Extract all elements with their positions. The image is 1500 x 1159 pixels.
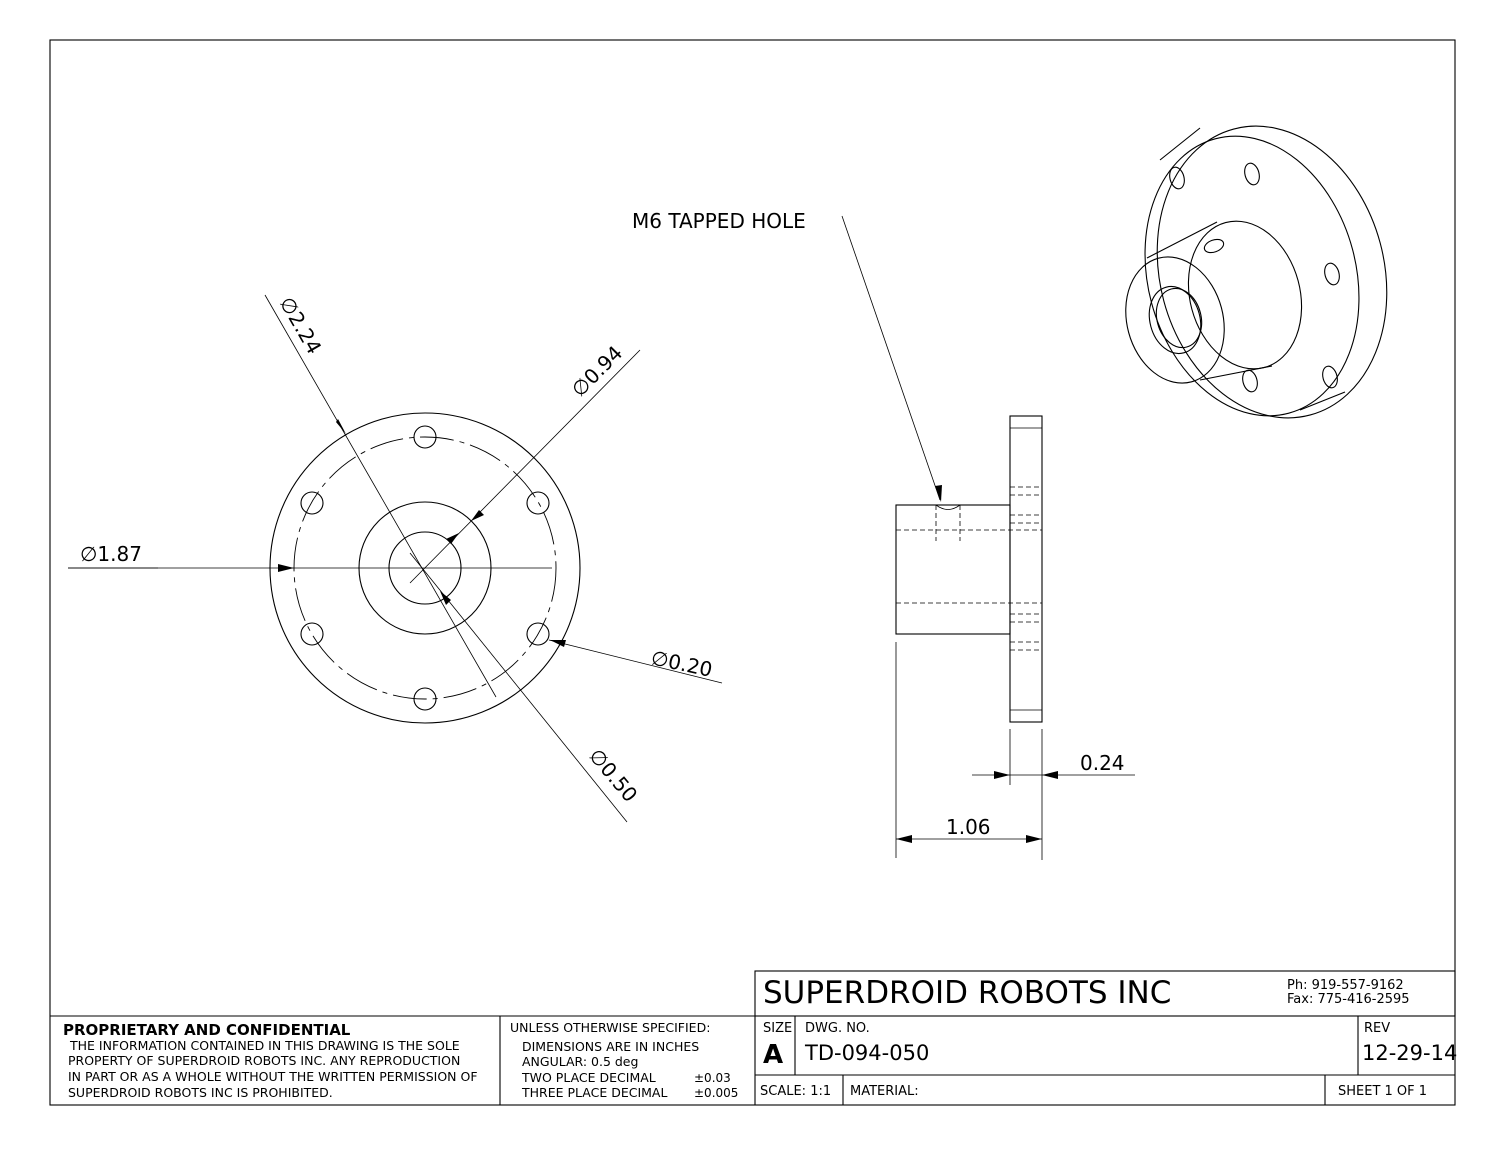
bolt-hole bbox=[300, 491, 324, 515]
dim-line-bolt-hole bbox=[548, 639, 723, 684]
dim-bolt-hole: ∅0.20 bbox=[649, 645, 715, 681]
side-view: M6 TAPPED HOLE 0.24 1.06 bbox=[632, 209, 1135, 860]
size-value: A bbox=[763, 1040, 783, 1070]
bolt-hole bbox=[413, 687, 437, 711]
bolt-hole bbox=[526, 622, 550, 646]
dim-bore: ∅0.50 bbox=[584, 744, 642, 807]
sheet-number: SHEET 1 OF 1 bbox=[1338, 1084, 1427, 1099]
company-name: SUPERDROID ROBOTS INC bbox=[763, 975, 1171, 1011]
proprietary-line: THE INFORMATION CONTAINED IN THIS DRAWIN… bbox=[69, 1038, 460, 1053]
title-block: SUPERDROID ROBOTS INC Ph: 919-557-9162 F… bbox=[50, 970, 1457, 1105]
dim-bolt-circle: ∅1.87 bbox=[80, 542, 142, 566]
dwg-label: DWG. NO. bbox=[805, 1021, 870, 1036]
phone: Ph: 919-557-9162 bbox=[1287, 978, 1404, 993]
unless-line: TWO PLACE DECIMAL bbox=[521, 1070, 656, 1085]
bolt-hole bbox=[300, 622, 324, 646]
flange-body bbox=[1009, 415, 1043, 723]
unless-line: THREE PLACE DECIMAL bbox=[521, 1085, 667, 1100]
callout-leader bbox=[841, 215, 941, 501]
fax: Fax: 775-416-2595 bbox=[1287, 992, 1410, 1007]
dim-flange-thickness: 0.24 bbox=[1080, 751, 1125, 775]
material-label: MATERIAL: bbox=[850, 1084, 919, 1099]
proprietary-title: PROPRIETARY AND CONFIDENTIAL bbox=[63, 1021, 351, 1039]
size-label: SIZE bbox=[763, 1021, 792, 1036]
bolt-hole bbox=[526, 491, 550, 515]
dwg-number: TD-094-050 bbox=[804, 1041, 929, 1065]
scale: SCALE: 1:1 bbox=[760, 1084, 831, 1099]
rev-label: REV bbox=[1364, 1021, 1390, 1036]
dim-overall-length: 1.06 bbox=[946, 815, 991, 839]
dim-line-hub-od bbox=[409, 349, 641, 584]
bolt-holes bbox=[300, 425, 550, 711]
dim-line-flange-od bbox=[264, 294, 497, 698]
callout-tapped-hole: M6 TAPPED HOLE bbox=[632, 209, 806, 233]
unless-line: DIMENSIONS ARE IN INCHES bbox=[522, 1039, 699, 1054]
unless-line: ANGULAR: 0.5 deg bbox=[522, 1054, 638, 1069]
rev-value: 12-29-14 bbox=[1362, 1041, 1457, 1065]
bolt-hole bbox=[413, 425, 437, 449]
isometric-view bbox=[1125, 125, 1388, 419]
tolerance-three-place: ±0.005 bbox=[694, 1086, 738, 1100]
tolerance-two-place: ±0.03 bbox=[694, 1071, 731, 1085]
unless-title: UNLESS OTHERWISE SPECIFIED: bbox=[510, 1020, 710, 1035]
sheet-border bbox=[49, 39, 1456, 1106]
proprietary-line: PROPERTY OF SUPERDROID ROBOTS INC. ANY R… bbox=[68, 1053, 460, 1068]
front-view: ∅2.24 ∅1.87 ∅0.94 ∅0.20 ∅0.50 bbox=[68, 293, 723, 823]
dim-hub-od: ∅0.94 bbox=[567, 341, 628, 402]
hub-body bbox=[895, 504, 1011, 635]
proprietary-line: IN PART OR AS A WHOLE WITHOUT THE WRITTE… bbox=[68, 1069, 478, 1084]
proprietary-line: SUPERDROID ROBOTS INC IS PROHIBITED. bbox=[68, 1085, 333, 1100]
